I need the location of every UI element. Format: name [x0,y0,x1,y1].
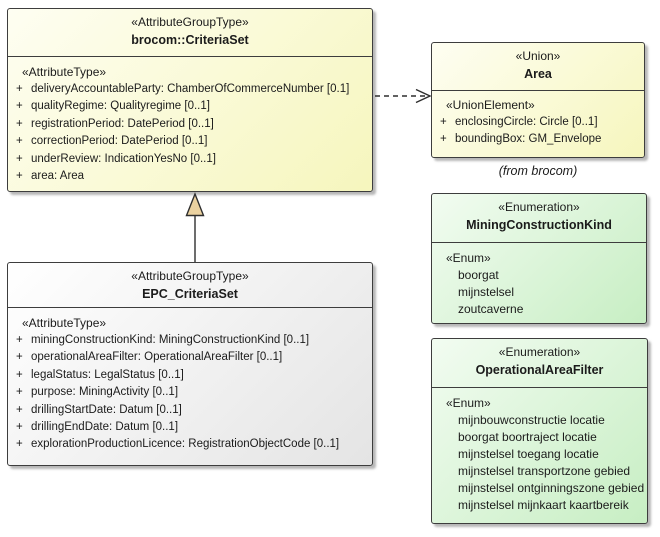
enum-literal: mijnstelsel mijnkaart kaartbereik [458,498,629,513]
section-stereotype: «AttributeType» [22,316,107,330]
section-stereotype: «Enum» [446,396,491,410]
attribute-row: + drillingStartDate: Datum [0..1] [8,402,372,419]
enum-literal: mijnstelsel [458,285,515,300]
enum-literal-list: mijnbouwconstructie locatie boorgat boort… [432,412,647,515]
visibility-marker: + [16,386,23,399]
attribute-text: drillingEndDate: Datum [0..1] [31,421,179,434]
attribute-text: legalStatus: LegalStatus [0..1] [31,368,184,381]
attribute-list: + deliveryAccountableParty: ChamberOfComm… [8,81,372,185]
enum-box-miningconstructionkind: «Enumeration» MiningConstructionKind «En… [431,193,647,324]
attribute-text: deliveryAccountableParty: ChamberOfComme… [31,83,350,95]
attribute-text: underReview: IndicationYesNo [0..1] [31,152,216,165]
visibility-marker: + [16,421,23,434]
enum-literal: boorgat [458,268,499,282]
attribute-list: + miningConstructionKind: MiningConstruct… [8,332,372,454]
visibility-marker: + [16,368,23,381]
class-name: MiningConstructionKind [466,218,612,232]
attribute-row: + explorationProductionLicence: Registrat… [8,436,372,453]
attribute-row: + qualityRegime: Qualityregime [0..1] [8,98,372,115]
attribute-row: + area: Area [8,168,372,185]
attribute-row: + underReview: IndicationYesNo [0..1] [8,151,372,168]
enum-literal: mijnstelsel ontginningszone gebied [458,481,645,496]
enum-literal: mijnbouwconstructie locatie [458,413,605,427]
enum-compartment: «Enum» boorgat mijnstelsel zoutcaverne [432,243,646,318]
visibility-marker: + [16,83,23,95]
class-name: OperationalAreaFilter [475,363,604,377]
attribute-text: area: Area [31,170,85,183]
attribute-row: + enclosingCircle: Circle [0..1] [432,114,644,131]
section-stereotype: «Enum» [446,251,491,265]
section-stereotype: «UnionElement» [446,98,535,112]
attribute-text: enclosingCircle: Circle [0..1] [455,116,598,128]
class-box-brocom-criteriaset: «AttributeGroupType» brocom::CriteriaSet… [7,8,373,192]
visibility-marker: + [16,135,23,148]
class-name: brocom::CriteriaSet [131,33,249,47]
visibility-marker: + [16,351,23,364]
dependency-arrow [375,88,432,104]
attribute-text: boundingBox: GM_Envelope [455,133,602,146]
generalization-arrow [185,192,205,262]
class-box-area: «Union» Area «UnionElement» + enclosingCi… [431,42,645,158]
enum-compartment: «Enum» mijnbouwconstructie locatie boorga… [432,388,647,515]
visibility-marker: + [16,438,23,451]
class-stereotype: «AttributeGroupType» [131,269,249,283]
class-header: «AttributeGroupType» EPC_CriteriaSet [8,263,372,308]
attribute-compartment: «UnionElement» + enclosingCircle: Circle … [432,91,644,149]
attribute-text: miningConstructionKind: MiningConstructi… [31,334,310,346]
enum-literal: mijnstelsel transportzone gebied [458,464,631,479]
class-header: «AttributeGroupType» brocom::CriteriaSet [8,9,372,57]
attribute-row: + boundingBox: GM_Envelope [432,131,644,148]
visibility-marker: + [16,403,23,416]
attribute-row: + operationalAreaFilter: OperationalAreaF… [8,349,372,366]
attribute-row: + miningConstructionKind: MiningConstruct… [8,332,372,349]
class-name: EPC_CriteriaSet [142,287,238,301]
class-name: Area [524,67,552,81]
attribute-row: + deliveryAccountableParty: ChamberOfComm… [8,81,372,98]
attribute-text: purpose: MiningActivity [0..1] [31,386,179,399]
class-stereotype: «Enumeration» [498,200,580,214]
attribute-compartment: «AttributeType» + miningConstructionKind:… [8,308,372,454]
visibility-marker: + [16,152,23,165]
enum-literal: mijnstelsel toegang locatie [458,447,599,462]
class-box-epc-criteriaset: «AttributeGroupType» EPC_CriteriaSet «At… [7,262,373,466]
attribute-text: operationalAreaFilter: OperationalAreaFi… [31,351,283,364]
enum-box-operationalareafilter: «Enumeration» OperationalAreaFilter «Enu… [431,338,648,524]
enum-literal: boorgat boortraject locatie [458,430,597,445]
attribute-text: drillingStartDate: Datum [0..1] [31,403,182,416]
attribute-row: + legalStatus: LegalStatus [0..1] [8,367,372,384]
attribute-row: + drillingEndDate: Datum [0..1] [8,419,372,436]
attribute-row: + registrationPeriod: DatePeriod [0..1] [8,116,372,133]
attribute-text: correctionPeriod: DatePeriod [0..1] [31,135,208,148]
visibility-marker: + [440,133,447,146]
visibility-marker: + [440,116,447,128]
section-stereotype: «AttributeType» [22,65,107,79]
class-header: «Enumeration» OperationalAreaFilter [432,339,647,388]
attribute-text: registrationPeriod: DatePeriod [0..1] [31,117,214,130]
origin-note: (from brocom) [498,164,578,178]
attribute-text: qualityRegime: Qualityregime [0..1] [31,100,210,113]
attribute-text: explorationProductionLicence: Registrati… [31,438,340,451]
class-stereotype: «Union» [515,49,561,63]
class-header: «Enumeration» MiningConstructionKind [432,194,646,243]
attribute-compartment: «AttributeType» + deliveryAccountablePart… [8,57,372,185]
visibility-marker: + [16,170,23,183]
class-stereotype: «Enumeration» [498,345,581,359]
visibility-marker: + [16,117,23,130]
class-stereotype: «AttributeGroupType» [131,15,249,29]
enum-literal-list: boorgat mijnstelsel zoutcaverne [432,267,646,318]
visibility-marker: + [16,100,23,113]
attribute-row: + purpose: MiningActivity [0..1] [8,384,372,401]
class-header: «Union» Area [432,43,644,91]
attribute-row: + correctionPeriod: DatePeriod [0..1] [8,133,372,150]
visibility-marker: + [16,334,23,346]
attribute-list: + enclosingCircle: Circle [0..1] + bounding… [432,114,644,149]
enum-literal: zoutcaverne [458,302,524,317]
